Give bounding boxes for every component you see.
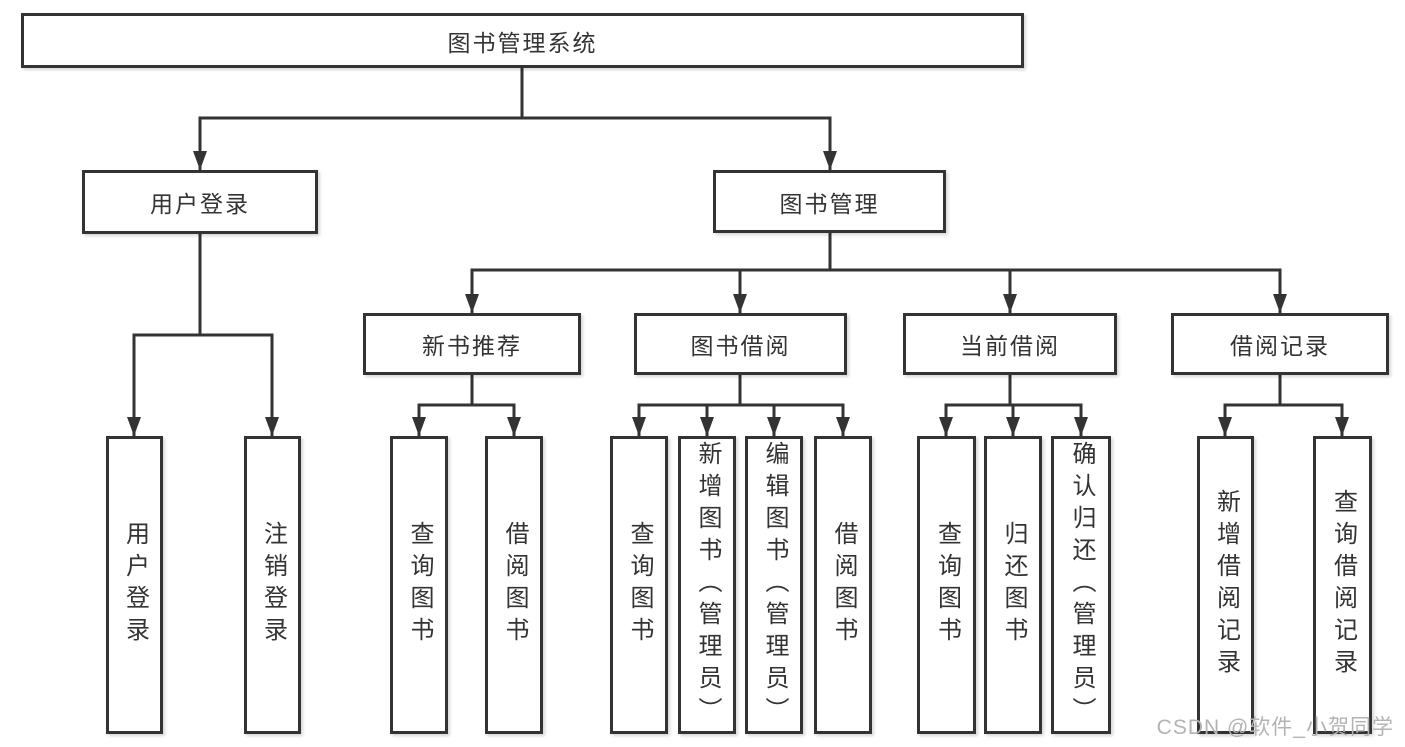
connector-book-borrow bbox=[637, 375, 845, 436]
leaf-query-books-borrow: 查询图书 bbox=[610, 436, 668, 734]
connector-new-book-recommend bbox=[417, 375, 516, 436]
node-book-borrow: 图书借阅 bbox=[634, 313, 847, 375]
connector-book-management-to-level2 bbox=[470, 233, 1282, 313]
node-borrow-records: 借阅记录 bbox=[1171, 313, 1389, 375]
connector-user-login-to-leaves bbox=[132, 234, 274, 436]
leaf-query-books-recommend: 查询图书 bbox=[390, 436, 448, 734]
leaf-return-books: 归还图书 bbox=[984, 436, 1042, 734]
leaf-borrow-books: 借阅图书 bbox=[814, 436, 872, 734]
leaf-add-borrow-record: 新增借阅记录 bbox=[1197, 436, 1254, 734]
csdn-watermark: CSDN @软件_小贺同学 bbox=[1156, 716, 1394, 739]
connector-borrow-records bbox=[1223, 375, 1344, 436]
leaf-query-books-current: 查询图书 bbox=[917, 436, 976, 734]
leaf-user-login: 用户登录 bbox=[106, 436, 163, 734]
node-current-borrow: 当前借阅 bbox=[903, 313, 1117, 375]
leaf-logout: 注销登录 bbox=[244, 436, 301, 734]
node-book-management: 图书管理 bbox=[713, 170, 946, 233]
connector-root-to-level1 bbox=[198, 68, 832, 170]
node-root: 图书管理系统 bbox=[21, 13, 1024, 68]
arrowheads bbox=[127, 151, 1349, 436]
leaf-query-borrow-record: 查询借阅记录 bbox=[1313, 436, 1372, 734]
leaf-confirm-return-admin: 确认归还（管理员） bbox=[1051, 436, 1111, 734]
node-new-book-recommend: 新书推荐 bbox=[363, 313, 581, 375]
leaf-borrow-books-recommend: 借阅图书 bbox=[485, 436, 543, 734]
leaf-add-book-admin: 新增图书（管理员） bbox=[678, 436, 736, 734]
node-user-login: 用户登录 bbox=[82, 170, 318, 234]
leaf-edit-book-admin: 编辑图书（管理员） bbox=[745, 436, 803, 734]
